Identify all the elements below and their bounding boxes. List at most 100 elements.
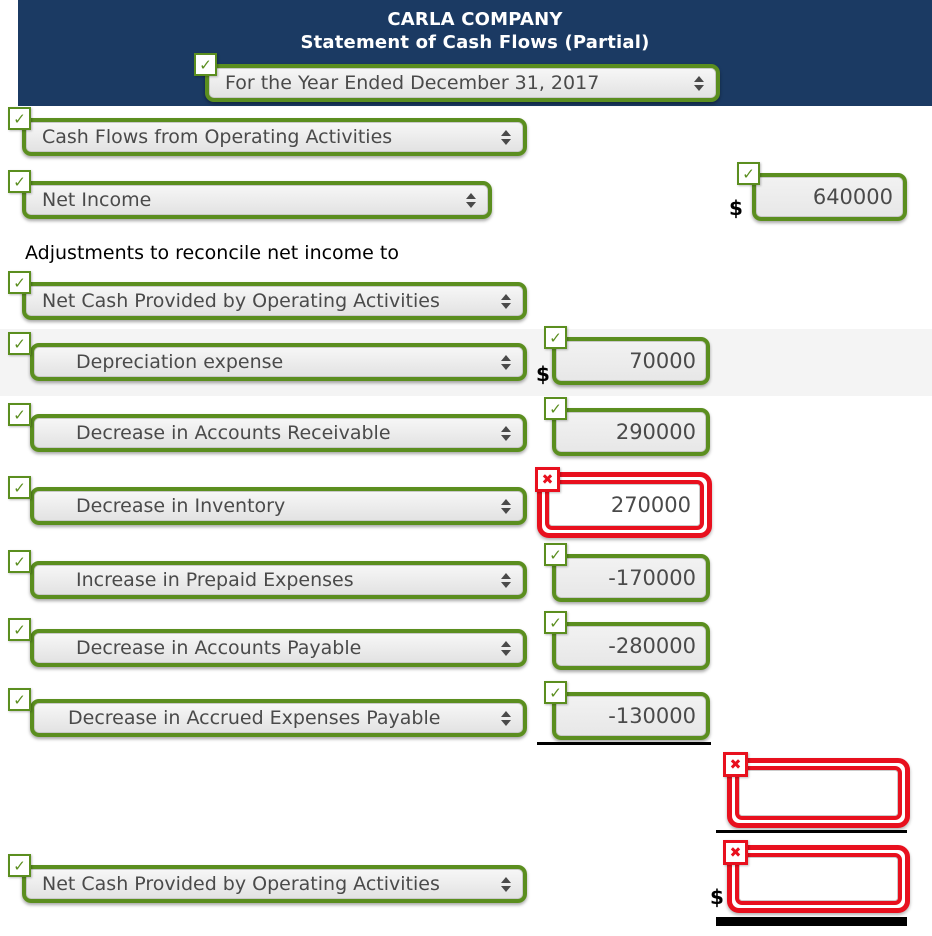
period-correct-checkbox: ✓ [194, 53, 217, 76]
net-income-amount-value: 640000 [812, 185, 893, 209]
prepaid-expenses-amount-value: -170000 [608, 566, 696, 590]
net-income-select-value: Net Income [42, 189, 152, 211]
operating-header-select[interactable]: Cash Flows from Operating Activities [22, 118, 527, 156]
reconcile-target-correct-checkbox: ✓ [8, 271, 31, 294]
accounts-receivable-select[interactable]: Decrease in Accounts Receivable [30, 414, 527, 452]
prepaid-expenses-amount-correct-checkbox: ✓ [544, 543, 567, 566]
prepaid-expenses-select-value: Increase in Prepaid Expenses [76, 569, 354, 591]
adjustments-total-incorrect-checkbox: ✖ [723, 752, 748, 777]
adjustments-total-input[interactable] [735, 766, 902, 820]
prepaid-expenses-amount-input[interactable]: -170000 [552, 554, 710, 602]
accrued-expenses-correct-checkbox: ✓ [8, 688, 31, 711]
period-select-value: For the Year Ended December 31, 2017 [225, 72, 600, 94]
check-icon: ✓ [13, 405, 26, 424]
select-arrows-icon [501, 710, 511, 726]
inventory-amount-incorrect-checkbox: ✖ [535, 467, 560, 492]
net-cash-total-error-frame [727, 845, 910, 913]
statement-title: Statement of Cash Flows (Partial) [300, 32, 650, 53]
net-cash-total-dollar-sign: $ [710, 885, 724, 909]
check-icon: ✓ [13, 620, 26, 639]
adjustments-total-error-frame [727, 758, 910, 828]
depreciation-amount-input[interactable]: 70000 [552, 337, 710, 385]
operating-header-correct-checkbox: ✓ [8, 107, 31, 130]
select-arrows-icon [501, 425, 511, 441]
check-icon: ✓ [13, 273, 26, 292]
check-icon: ✓ [199, 55, 212, 74]
accounts-receivable-amount-correct-checkbox: ✓ [544, 397, 567, 420]
accounts-receivable-amount-input[interactable]: 290000 [552, 408, 710, 456]
accounts-payable-correct-checkbox: ✓ [8, 618, 31, 641]
adjustments-subtotal-rule [537, 742, 711, 745]
accrued-expenses-amount-input[interactable]: -130000 [552, 692, 710, 740]
prepaid-expenses-select[interactable]: Increase in Prepaid Expenses [30, 561, 527, 599]
inventory-select-value: Decrease in Inventory [76, 495, 286, 517]
adjustments-note: Adjustments to reconcile net income to [25, 242, 399, 264]
depreciation-amount-correct-checkbox: ✓ [544, 326, 567, 349]
check-icon: ✓ [13, 172, 26, 191]
check-icon: ✓ [13, 109, 26, 128]
period-select[interactable]: For the Year Ended December 31, 2017 [205, 64, 720, 102]
check-icon: ✓ [549, 613, 562, 632]
depreciation-amount-value: 70000 [629, 349, 696, 373]
net-income-amount-correct-checkbox: ✓ [737, 162, 760, 185]
net-income-dollar-sign: $ [729, 196, 743, 220]
check-icon: ✓ [549, 399, 562, 418]
net-cash-total-select[interactable]: Net Cash Provided by Operating Activitie… [22, 865, 527, 903]
net-cash-total-incorrect-checkbox: ✖ [723, 840, 748, 865]
inventory-select[interactable]: Decrease in Inventory [30, 487, 527, 525]
select-arrows-icon [501, 572, 511, 588]
select-arrows-icon [466, 192, 476, 208]
check-icon: ✓ [549, 328, 562, 347]
select-arrows-icon [501, 293, 511, 309]
operating-header-select-value: Cash Flows from Operating Activities [42, 126, 393, 148]
adjustments-total-rule [716, 830, 907, 833]
check-icon: ✓ [13, 334, 26, 353]
select-arrows-icon [501, 498, 511, 514]
inventory-amount-error-frame: 270000 [537, 472, 712, 538]
check-icon: ✓ [13, 552, 26, 571]
check-icon: ✓ [13, 690, 26, 709]
check-icon: ✓ [13, 478, 26, 497]
check-icon: ✓ [549, 683, 562, 702]
prepaid-expenses-correct-checkbox: ✓ [8, 550, 31, 573]
depreciation-correct-checkbox: ✓ [8, 332, 31, 355]
select-arrows-icon [501, 640, 511, 656]
net-income-select[interactable]: Net Income [22, 181, 492, 219]
accrued-expenses-select-value: Decrease in Accrued Expenses Payable [68, 707, 441, 729]
inventory-correct-checkbox: ✓ [8, 476, 31, 499]
depreciation-select-value: Depreciation expense [76, 351, 284, 373]
accrued-expenses-select[interactable]: Decrease in Accrued Expenses Payable [30, 699, 527, 737]
net-income-amount-input[interactable]: 640000 [752, 173, 907, 221]
select-arrows-icon [501, 129, 511, 145]
reconcile-target-select[interactable]: Net Cash Provided by Operating Activitie… [22, 282, 527, 320]
accounts-payable-select-value: Decrease in Accounts Payable [76, 637, 362, 659]
depreciation-select[interactable]: Depreciation expense [30, 343, 527, 381]
check-icon: ✓ [742, 164, 755, 183]
reconcile-target-select-value: Net Cash Provided by Operating Activitie… [42, 290, 440, 312]
inventory-amount-input[interactable]: 270000 [545, 480, 704, 530]
accounts-receivable-select-value: Decrease in Accounts Receivable [76, 422, 391, 444]
net-income-correct-checkbox: ✓ [8, 170, 31, 193]
accounts-payable-amount-correct-checkbox: ✓ [544, 611, 567, 634]
depreciation-dollar-sign: $ [536, 362, 550, 386]
company-title: CARLA COMPANY [387, 9, 563, 30]
accounts-payable-amount-input[interactable]: -280000 [552, 622, 710, 670]
accounts-payable-amount-value: -280000 [608, 634, 696, 658]
accounts-receivable-correct-checkbox: ✓ [8, 403, 31, 426]
check-icon: ✓ [549, 545, 562, 564]
accrued-expenses-amount-correct-checkbox: ✓ [544, 681, 567, 704]
accrued-expenses-amount-value: -130000 [608, 704, 696, 728]
x-icon: ✖ [541, 471, 554, 488]
select-arrows-icon [501, 354, 511, 370]
select-arrows-icon [694, 75, 704, 91]
check-icon: ✓ [13, 856, 26, 875]
net-cash-total-double-rule [716, 917, 907, 926]
net-cash-total-correct-checkbox: ✓ [8, 854, 31, 877]
x-icon: ✖ [729, 756, 742, 773]
accounts-payable-select[interactable]: Decrease in Accounts Payable [30, 629, 527, 667]
net-cash-total-select-value: Net Cash Provided by Operating Activitie… [42, 873, 440, 895]
net-cash-total-input[interactable] [735, 853, 902, 905]
inventory-amount-value: 270000 [610, 493, 691, 517]
accounts-receivable-amount-value: 290000 [615, 420, 696, 444]
